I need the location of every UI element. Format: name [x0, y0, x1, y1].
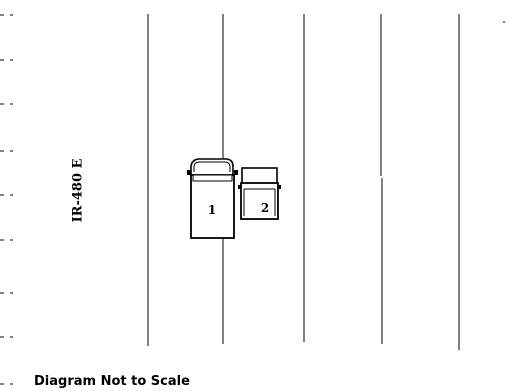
road-label: IR-480 E: [48, 158, 108, 222]
lane-lines: [147, 14, 460, 350]
vehicle-2: 2: [238, 167, 281, 220]
vehicle-2-number: 2: [261, 201, 269, 215]
vehicle-1: 1: [187, 158, 238, 239]
vehicle-1-number: 1: [208, 203, 216, 217]
scale-note: Diagram Not to Scale: [34, 374, 190, 389]
road-name: IR-480 E: [70, 158, 86, 222]
edge-ticks: [0, 14, 13, 385]
